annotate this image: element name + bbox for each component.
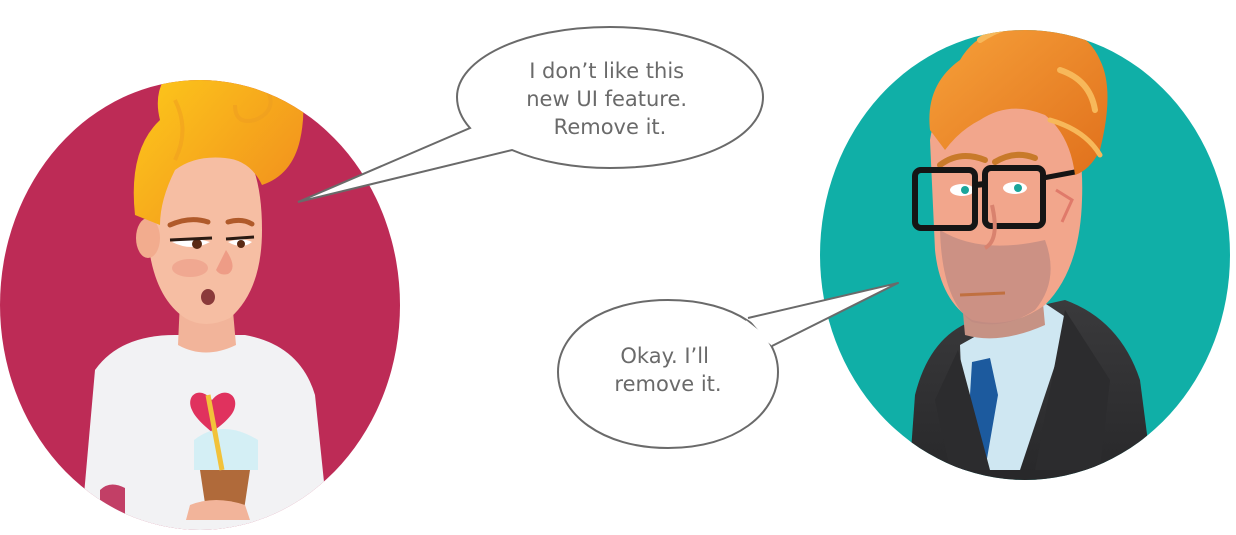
user-hair [133,80,304,225]
svg-text:Okay. I’ll remove it.: Okay. I’ll remove it. [614,344,721,396]
developer-bubble-line-1: Okay. I’ll [620,344,709,368]
user-bubble-line-2: new UI feature. [526,87,687,111]
svg-text:I don’t like this new UI: I don’t like this new UI feature. Remove… [526,59,694,139]
developer-bubble-line-2: remove it. [614,372,721,396]
developer-speech-bubble: Okay. I’ll remove it. [556,282,899,450]
user-face [150,140,262,324]
glasses-icon [912,165,1076,231]
user-speech-bubble: I don’t like this new UI feature. Remove… [297,25,765,203]
developer-hair [929,30,1108,175]
user-character [0,80,400,530]
user-bubble-line-3: Remove it. [554,115,667,139]
drink-cup-icon [186,394,258,520]
user-bubble-line-1: I don’t like this [529,59,684,83]
developer-character [820,30,1230,480]
